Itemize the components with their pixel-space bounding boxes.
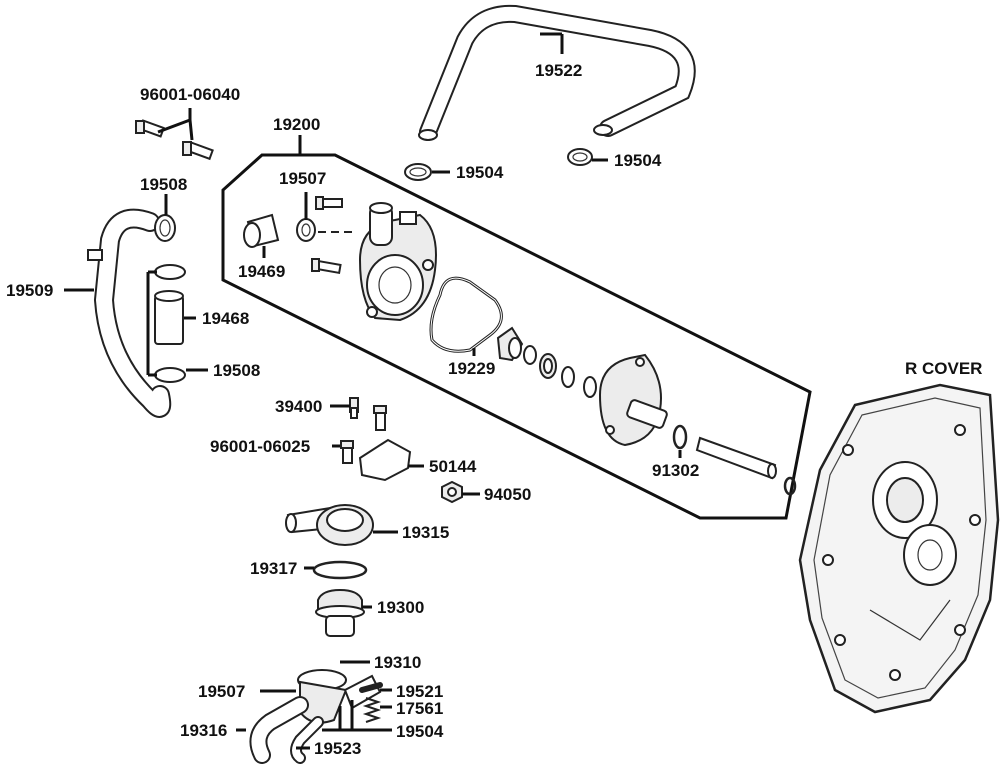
leader-lines bbox=[64, 32, 682, 750]
spring-17561 bbox=[362, 697, 382, 723]
callout-19508-b: 19508 bbox=[213, 361, 260, 380]
callout-19521: 19521 bbox=[396, 682, 443, 701]
callout-19507-a: 19507 bbox=[279, 169, 326, 188]
snap-ring bbox=[783, 476, 797, 496]
hose-19316 bbox=[249, 696, 309, 764]
hose-19509 bbox=[87, 208, 172, 418]
callout-19468: 19468 bbox=[202, 309, 249, 328]
callout-19469: 19469 bbox=[238, 262, 285, 281]
callout-19523: 19523 bbox=[314, 739, 361, 758]
bolt-96001-06040-a bbox=[135, 119, 165, 138]
callout-19508-a: 19508 bbox=[140, 175, 187, 194]
clamp-19508-a bbox=[154, 214, 176, 242]
thermostat-19300 bbox=[315, 588, 365, 637]
callout-19504-a: 19504 bbox=[456, 163, 504, 182]
callout-19509: 19509 bbox=[6, 281, 53, 300]
hose-19522 bbox=[418, 4, 696, 141]
clamp-19508-c bbox=[154, 367, 186, 383]
callout-19317: 19317 bbox=[250, 559, 297, 578]
pump-bolt-lower bbox=[311, 258, 342, 275]
callout-19522: 19522 bbox=[535, 61, 582, 80]
clamp-19504-a bbox=[404, 163, 432, 181]
callout-91302: 91302 bbox=[652, 461, 699, 480]
callout-19507-b: 19507 bbox=[198, 682, 245, 701]
callout-19504-c: 19504 bbox=[396, 722, 444, 741]
clamp-19508-b bbox=[154, 264, 186, 280]
pipe-19469 bbox=[243, 213, 280, 248]
thermostat-housing-19310 bbox=[297, 669, 382, 724]
bolt-39400 bbox=[349, 397, 359, 419]
seal-ring-b bbox=[561, 366, 575, 388]
bolt-96001-06040-b bbox=[182, 140, 214, 161]
callout-96001-06025: 96001-06025 bbox=[210, 437, 310, 456]
bracket-50144 bbox=[358, 438, 412, 482]
pump-cover bbox=[598, 353, 668, 447]
callout-94050: 94050 bbox=[484, 485, 531, 504]
callout-19300: 19300 bbox=[377, 598, 424, 617]
bolt-96001-06025-a bbox=[373, 405, 387, 431]
impeller bbox=[496, 326, 524, 362]
o-ring-91302 bbox=[672, 424, 688, 450]
callout-50144: 50144 bbox=[429, 457, 477, 476]
callout-19229: 19229 bbox=[448, 359, 495, 378]
assembly-group-outline bbox=[221, 153, 812, 520]
hose-19521 bbox=[359, 682, 383, 693]
seal-ring-c bbox=[583, 376, 597, 398]
pump-bolt-upper bbox=[315, 196, 343, 210]
callout-19200: 19200 bbox=[273, 115, 320, 134]
callout-19315: 19315 bbox=[402, 523, 449, 542]
bolt-96001-06025-b bbox=[340, 440, 354, 464]
water-pump-body bbox=[358, 202, 437, 322]
callout-r-cover: R COVER bbox=[905, 359, 982, 378]
sleeve-19468 bbox=[154, 290, 184, 345]
clamp-19504-b bbox=[567, 148, 593, 166]
callout-39400: 39400 bbox=[275, 397, 322, 416]
callout-19504-b: 19504 bbox=[614, 151, 662, 170]
nut-94050 bbox=[441, 480, 463, 504]
mechanical-seal bbox=[539, 353, 557, 379]
seal-ring-a bbox=[523, 345, 537, 365]
r-cover-crankcase bbox=[798, 383, 1000, 714]
o-ring-19317 bbox=[312, 560, 368, 580]
callout-19316: 19316 bbox=[180, 721, 227, 740]
callout-19310: 19310 bbox=[374, 653, 421, 672]
thermostat-cover-19315 bbox=[285, 504, 374, 546]
callout-17561: 17561 bbox=[396, 699, 443, 718]
callout-96001-06040: 96001-06040 bbox=[140, 85, 240, 104]
pump-shaft bbox=[695, 436, 777, 480]
clamp-19507-upper bbox=[296, 218, 316, 242]
